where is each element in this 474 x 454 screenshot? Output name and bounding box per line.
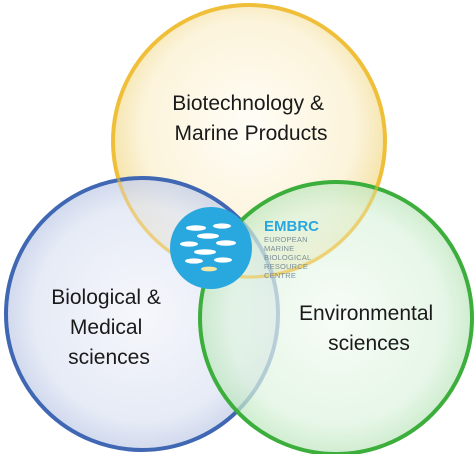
label-biological-line-1: Biological & [51,286,161,309]
label-biological-line-3: sciences [68,346,150,369]
label-biological-medical: Biological & Medical sciences [51,286,167,369]
fish-school-icon [180,223,236,272]
embrc-subtitle-line-5: CENTRE [264,271,296,280]
embrc-subtitle-line-2: MARINE [264,244,294,253]
label-environmental: Environmental sciences [299,302,439,355]
embrc-subtitle-line-3: BIOLOGICAL [264,253,311,262]
embrc-subtitle-line-1: EUROPEAN [264,235,308,244]
label-environmental-line-1: Environmental [299,302,433,325]
embrc-logo: EMBRC EUROPEAN MARINE BIOLOGICAL RESOURC… [170,207,319,289]
label-biotechnology-line-2: Marine Products [175,122,328,145]
circle-biotechnology-outline [111,3,387,279]
embrc-logo-disc [170,207,252,289]
label-environmental-line-2: sciences [328,332,410,355]
embrc-subtitle-line-4: RESOURCE [264,262,308,271]
circle-environmental [198,180,474,454]
label-biological-line-2: Medical [70,316,142,339]
embrc-logo-subtitle: EUROPEAN MARINE BIOLOGICAL RESOURCE CENT… [264,235,313,280]
label-biotechnology-line-1: Biotechnology & [172,92,324,115]
embrc-logo-title: EMBRC [264,218,319,235]
label-biotechnology: Biotechnology & Marine Products [172,92,330,145]
